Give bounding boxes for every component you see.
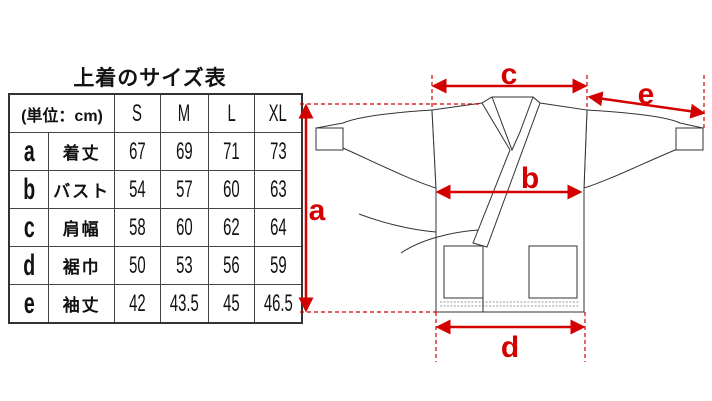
row-key: b xyxy=(8,170,50,209)
tie-cord-upper xyxy=(358,213,437,233)
size-value: 45 xyxy=(207,284,255,324)
row-name: 肩幅 xyxy=(48,208,115,247)
size-value-text: 46.5 xyxy=(263,289,293,317)
size-value: 67 xyxy=(114,132,161,171)
jacket-outline xyxy=(315,96,704,313)
size-value: 59 xyxy=(253,246,303,285)
collar-band xyxy=(472,96,541,248)
size-value-text: 64 xyxy=(269,213,287,241)
size-value-text: 73 xyxy=(269,137,287,165)
label-e: e xyxy=(638,78,655,111)
measurement-arrows xyxy=(298,78,706,335)
size-value-text: 62 xyxy=(222,213,240,241)
size-value: 60 xyxy=(207,170,255,209)
table-row: a 着丈 67 69 71 73 xyxy=(8,132,303,171)
row-key-label: d xyxy=(23,248,36,282)
row-key-label: b xyxy=(23,172,36,206)
left-cuff xyxy=(315,127,344,151)
label-b: b xyxy=(521,162,539,195)
tie-cord-lower xyxy=(400,229,479,254)
size-label: S xyxy=(132,99,143,127)
size-value-text: 50 xyxy=(129,251,146,279)
size-value-text: 45 xyxy=(222,289,240,317)
table-header-row: (単位：cm) S M L XL xyxy=(8,93,303,133)
row-name: 着丈 xyxy=(48,132,115,171)
size-value-text: 56 xyxy=(222,251,240,279)
size-value-text: 57 xyxy=(176,175,193,203)
row-key-label: a xyxy=(23,134,35,168)
row-key: e xyxy=(8,284,50,324)
size-value: 54 xyxy=(114,170,161,209)
size-value-text: 60 xyxy=(222,175,240,203)
size-value-text: 58 xyxy=(129,213,146,241)
size-header: XL xyxy=(253,93,303,133)
row-key-label: c xyxy=(23,210,35,244)
size-value-text: 69 xyxy=(176,137,193,165)
size-value-text: 60 xyxy=(176,213,193,241)
row-key: d xyxy=(8,246,50,285)
size-value-text: 42 xyxy=(129,289,146,317)
size-header: S xyxy=(114,93,161,133)
row-key-label: e xyxy=(23,286,35,320)
label-d: d xyxy=(501,331,519,364)
label-a: a xyxy=(309,194,326,227)
size-chart-title: 上着のサイズ表 xyxy=(73,67,227,90)
row-name: 裾巾 xyxy=(48,246,115,285)
size-value: 42 xyxy=(114,284,161,324)
right-cuff xyxy=(675,127,704,151)
size-value-text: 59 xyxy=(269,251,287,279)
right-pocket xyxy=(528,245,578,299)
size-value-text: 43.5 xyxy=(169,289,199,317)
size-value: 57 xyxy=(160,170,209,209)
size-value: 63 xyxy=(253,170,303,209)
size-value: 56 xyxy=(207,246,255,285)
table-row: d 裾巾 50 53 56 59 xyxy=(8,246,303,285)
size-value: 43.5 xyxy=(160,284,209,324)
size-value-text: 71 xyxy=(222,137,240,165)
size-value-text: 54 xyxy=(129,175,146,203)
size-value-text: 63 xyxy=(269,175,287,203)
size-value: 71 xyxy=(207,132,255,171)
size-value: 58 xyxy=(114,208,161,247)
size-label: XL xyxy=(268,99,288,127)
left-pocket xyxy=(443,245,484,299)
size-value-text: 67 xyxy=(129,137,146,165)
label-c: c xyxy=(501,58,518,91)
arrow-e xyxy=(587,91,706,119)
size-value: 60 xyxy=(160,208,209,247)
size-value-text: 53 xyxy=(176,251,193,279)
size-label: M xyxy=(178,99,191,127)
unit-header: (単位：cm) xyxy=(8,93,115,133)
size-value: 50 xyxy=(114,246,161,285)
row-key: a xyxy=(8,132,50,171)
size-header: M xyxy=(160,93,209,133)
size-label: L xyxy=(227,99,236,127)
